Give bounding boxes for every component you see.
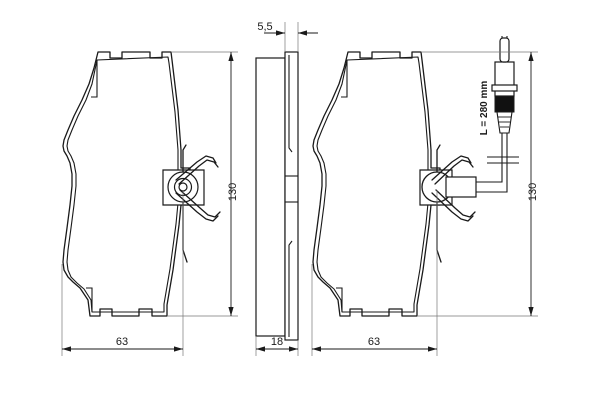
side-lining-chamfer-bottom [288,240,293,337]
right-spring-clip-stem-top [436,144,441,173]
pad-plan-right [312,51,477,317]
right-lining-step-top [341,60,348,98]
left-spring-clip-upper-arm-2 [178,159,219,185]
side-lining-slab [284,51,299,341]
left-dimension-group: 130 63 [61,51,239,356]
right-lining-step-bottom [336,287,343,312]
right-dimension-group: 130 63 [311,51,539,356]
left-spring-clip-upper-arm [175,155,217,181]
pad-plan-left [62,51,221,317]
pad-side-view [255,51,299,341]
right-width-dim-label: 63 [368,336,380,348]
left-spring-clip-lower-arm-2 [179,189,221,218]
right-spring-clip-upper-arm-2 [434,159,474,185]
connector-collar [491,84,518,92]
left-spring-clip-stem-top [182,144,187,173]
right-height-dim-label: 130 [527,183,539,201]
total-thickness-dim-label: 18 [271,336,283,348]
left-spring-clip-lower-arm [175,192,219,222]
connector-black-band [494,95,515,113]
connector-tip-pin [499,37,510,63]
right-spring-clip-lower-arm-2 [435,189,476,218]
connector-strain-relief [496,111,513,134]
lining-thickness-dim-label: 5,5 [257,21,272,33]
right-spring-clip-upper-arm [431,155,472,181]
left-width-dim-label: 63 [116,336,128,348]
left-height-dim-label: 130 [227,183,239,201]
sensor-length-label: L = 280 mm [479,81,490,136]
right-sensor-body-block [445,176,477,198]
side-lining-chamfer-top [288,55,293,153]
side-dimension-group: 5,5 18 [255,21,318,356]
side-backplate-body [255,57,286,337]
right-spring-clip-lower-arm [431,192,474,222]
wear-sensor-assembly: L = 280 mm [476,36,519,193]
left-lining-step-bottom [86,287,93,312]
left-lining-step-top [91,60,98,98]
